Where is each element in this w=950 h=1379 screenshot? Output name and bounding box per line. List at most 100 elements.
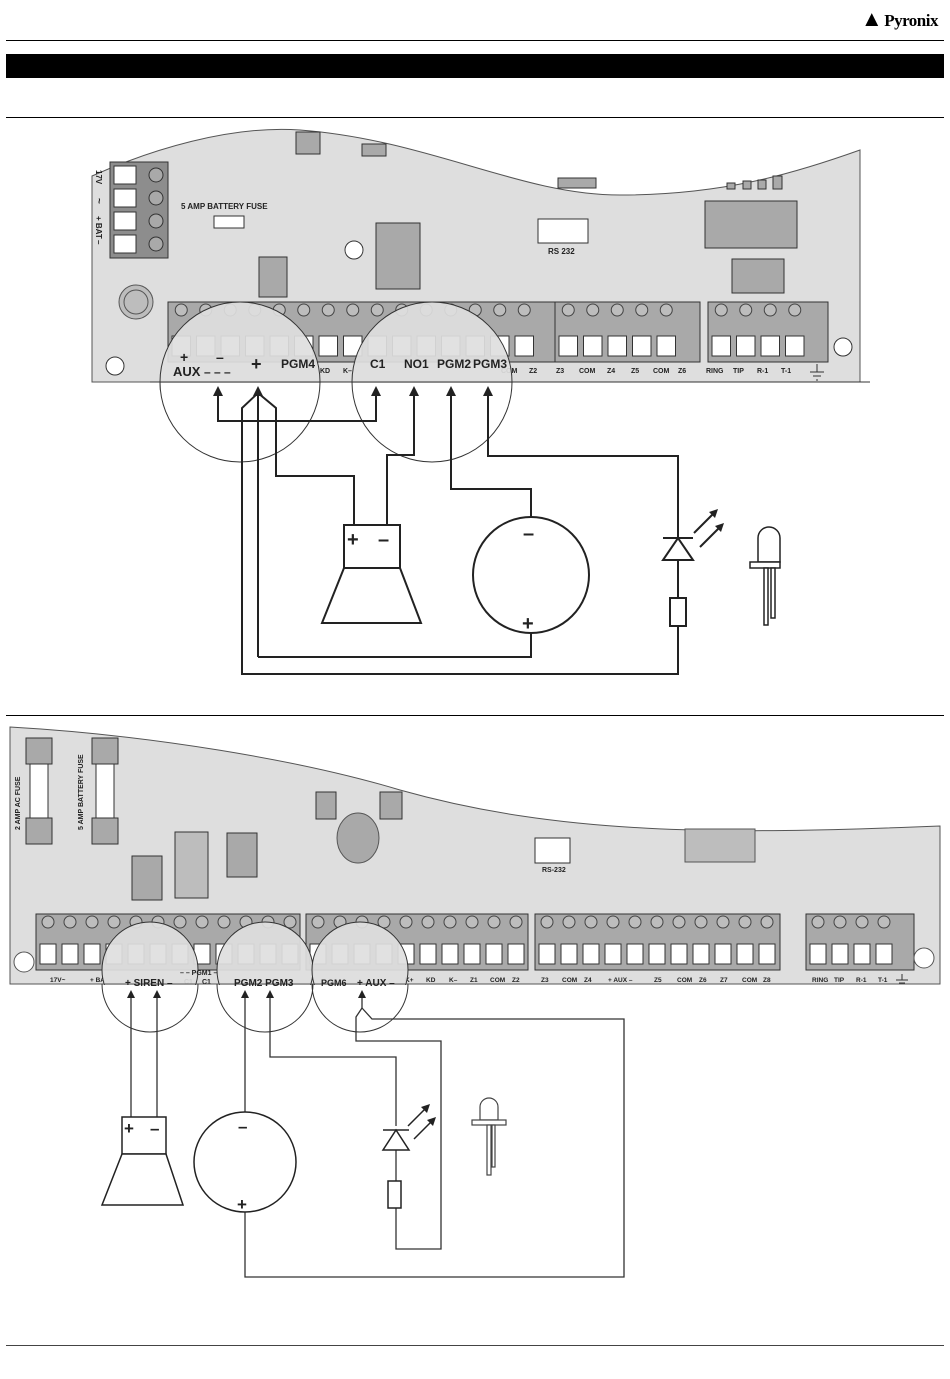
terminal-label: KD (320, 368, 330, 375)
terminal-screw-icon (443, 915, 457, 929)
ground-icon (810, 364, 824, 381)
terminal-slot (514, 335, 534, 357)
terminal-slot (714, 943, 732, 965)
terminal-slot (853, 943, 871, 965)
terminal-label: Z6 (678, 368, 686, 375)
terminal-label: Z2 (529, 368, 537, 375)
strobe-minus: – (238, 1117, 247, 1136)
siren-plus: + (347, 529, 359, 551)
power-label-ac: ~ (93, 198, 104, 204)
terminal-screw-icon (738, 915, 752, 929)
jumper (258, 256, 288, 298)
terminal-screw-icon (610, 303, 624, 317)
brand-name: Pyronix (884, 11, 938, 30)
battery-fuse-label: 5 AMP BATTERY FUSE (181, 202, 268, 211)
terminal-slot (560, 943, 578, 965)
terminal-label: K– (449, 977, 458, 984)
terminal-screw-icon (487, 915, 501, 929)
relay (174, 831, 209, 899)
terminal-label: Z3 (541, 977, 549, 984)
terminal-screw-icon (465, 915, 479, 929)
terminal-label: Z5 (631, 368, 639, 375)
terminal-label: Z4 (607, 368, 615, 375)
strobe-minus: – (523, 523, 534, 545)
power-label-17v: 17V (94, 170, 103, 185)
footer-rule (6, 1345, 944, 1346)
terminal-slot (692, 943, 710, 965)
section-rule-top (6, 117, 944, 118)
mount-hole (913, 947, 935, 969)
terminal-label: Z2 (512, 977, 520, 984)
strobe-plus: + (522, 613, 534, 635)
minus-label: – (216, 349, 224, 365)
wiring-diagram-1: 17V ~ + BAT – 5 AMP BATTERY FUSE RS 232 … (91, 128, 870, 675)
terminal-label: COM (562, 977, 577, 984)
ac-fuse (25, 737, 53, 845)
terminal-label: Z7 (720, 977, 728, 984)
aux-plus: + (180, 349, 188, 365)
terminal-label: T-1 (781, 368, 791, 375)
terminal-slot (711, 335, 731, 357)
terminal-screw-icon (107, 915, 121, 929)
terminal-screw-icon (370, 303, 384, 317)
terminal-slot (604, 943, 622, 965)
mount-hole (344, 240, 364, 260)
terminal-label: COM (653, 368, 670, 375)
power-terminal (113, 211, 137, 231)
rs232-connector (534, 837, 571, 864)
terminal-slot (831, 943, 849, 965)
terminal-label: KD (426, 977, 436, 984)
terminal-label: RING (812, 977, 828, 984)
terminal-label: R-1 (856, 977, 867, 984)
terminal-screw-icon (739, 303, 753, 317)
top-relay-2 (379, 791, 403, 820)
terminal-screw-icon (562, 915, 576, 929)
aux-zoom-label: + AUX – (357, 978, 395, 989)
terminal-screw-icon (811, 915, 825, 929)
rs232-label: RS 232 (548, 247, 575, 256)
c1-label: C1 (370, 357, 386, 371)
terminal-slot (648, 943, 666, 965)
terminal-label: COM (490, 977, 505, 984)
terminal-screw-icon (833, 915, 847, 929)
terminal-screw-icon (148, 167, 164, 183)
terminal-screw-icon (714, 303, 728, 317)
terminal-slot (607, 335, 627, 357)
ac-fuse-label: 2 AMP AC FUSE (15, 776, 22, 830)
rs232-label: RS-232 (542, 867, 566, 874)
siren-icon (320, 524, 423, 624)
terminal-screw-icon (283, 915, 297, 929)
terminal-slot (39, 943, 57, 965)
led-row (726, 175, 783, 190)
terminal-screw-icon (399, 915, 413, 929)
terminal-slot (785, 335, 805, 357)
terminal-slot (582, 943, 600, 965)
terminal-label: Z3 (556, 368, 564, 375)
top-relay-1 (295, 131, 321, 155)
battery-fuse-label: 5 AMP BATTERY FUSE (78, 754, 85, 830)
terminal-slot (736, 943, 754, 965)
top-relay-1 (315, 791, 337, 820)
resistor-pack (731, 258, 785, 294)
terminal-screw-icon (195, 915, 209, 929)
led-symbol-icon (381, 1107, 433, 1209)
pgm1-label: – – PGM1 – (180, 970, 217, 977)
terminal-slot (441, 943, 459, 965)
terminal-screw-icon (606, 915, 620, 929)
modem-chip (704, 200, 798, 249)
wiring-diagram-2: 2 AMP AC FUSE 5 AMP BATTERY FUSE RS-232 … (9, 726, 941, 1278)
pgm4-label: PGM4 (281, 357, 315, 371)
terminal-screw-icon (509, 915, 523, 929)
terminal-label: T-1 (878, 977, 888, 984)
power-label-minus: – (94, 240, 103, 245)
terminal-label: Z5 (654, 977, 662, 984)
mount-hole (105, 356, 125, 376)
terminal-label: COM (579, 368, 596, 375)
battery-fuse (213, 215, 245, 229)
brand-logo: ▲Pyronix (861, 6, 939, 32)
terminal-screw-icon (635, 303, 649, 317)
terminal-label: + BA (90, 977, 105, 984)
siren-icon (100, 1116, 185, 1206)
terminal-slot (875, 943, 893, 965)
terminal-screw-icon (346, 303, 360, 317)
